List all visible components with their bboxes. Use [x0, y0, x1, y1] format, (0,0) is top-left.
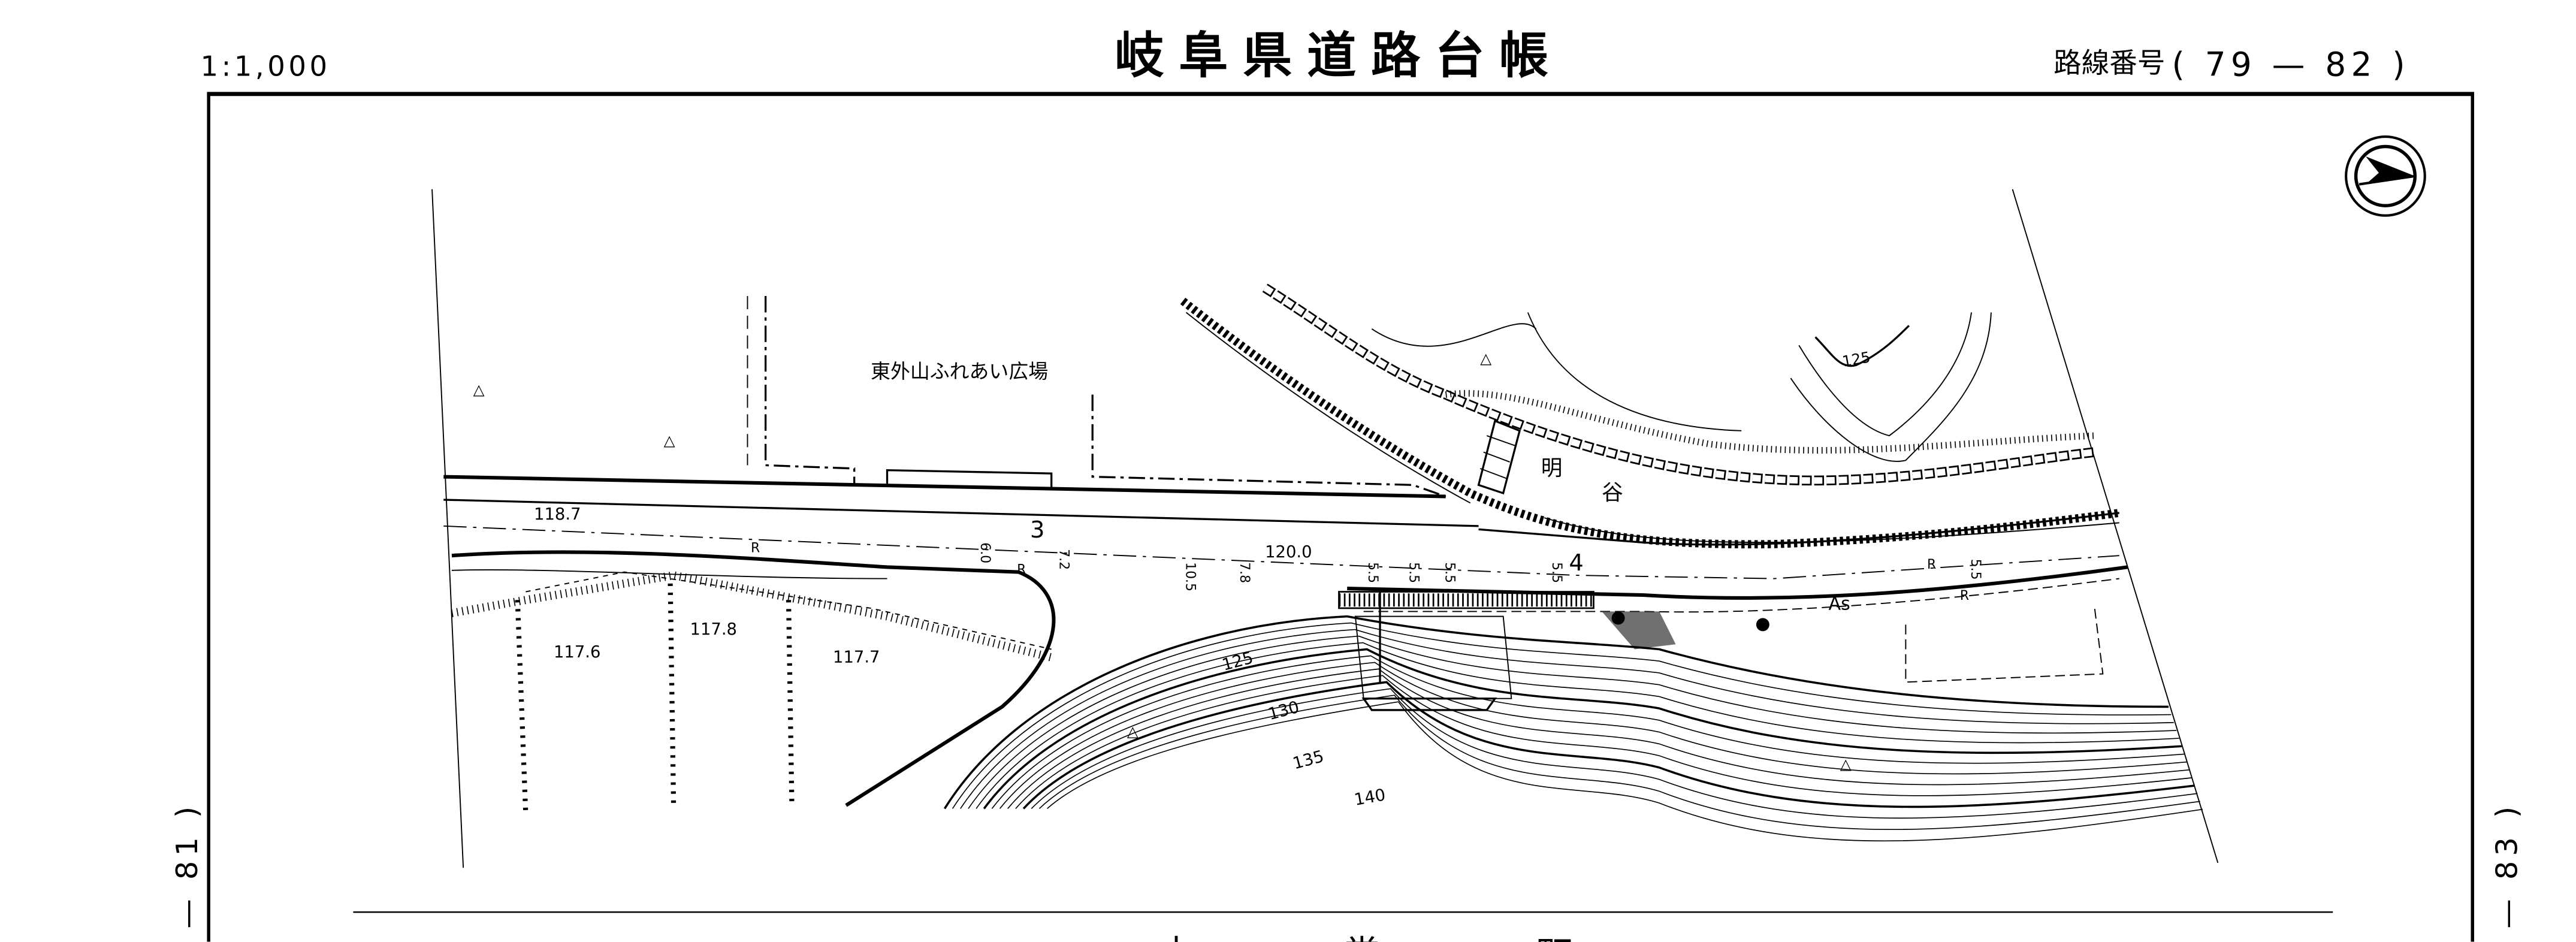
route-number-label: 路線番号: [2053, 47, 2165, 79]
lot-boundary: [1905, 608, 2104, 683]
surface-label: As: [1829, 594, 1850, 615]
contour-hill-north: [1790, 312, 1992, 462]
contour-label: 140: [1353, 786, 1387, 810]
route-number-value: ( 79 — 82 ): [2172, 46, 2410, 84]
width-label: 6.0: [977, 542, 992, 563]
right-sheet-label: — 83 ): [2489, 801, 2524, 928]
elevation-label: 118.7: [534, 505, 581, 524]
valley-name-2: 谷: [1602, 481, 1623, 505]
width-label: 10.5: [1183, 562, 1198, 591]
land-mark: △: [1840, 756, 1852, 773]
north-arrow-icon: [2345, 135, 2426, 217]
land-mark: △: [664, 432, 675, 449]
contour-line: [1038, 695, 2200, 831]
road-mark: R: [1017, 562, 1026, 577]
footer-char: 町: [1536, 934, 1572, 942]
contour-line: [943, 615, 2169, 810]
contour-line: [968, 635, 2177, 809]
river-bank: [1180, 297, 2120, 549]
width-label: 7.8: [1237, 562, 1252, 583]
contour-line: [991, 655, 2185, 809]
width-label: 5.5: [1549, 562, 1564, 583]
sheet-title: 岐阜県道路台帳: [1115, 28, 1563, 84]
station-number: 4: [1569, 550, 1583, 576]
width-label: 5.5: [1968, 559, 1983, 580]
elevation-label: 117.8: [690, 620, 737, 639]
contour-label: 125: [1220, 648, 1255, 674]
contour-line: [1031, 688, 2198, 819]
contour-line: [952, 622, 2172, 809]
land-mark: △: [1127, 723, 1138, 740]
footer-char: 本: [1158, 934, 1194, 942]
terraces: [451, 571, 1053, 814]
station-number: 3: [1030, 517, 1044, 544]
contour-line: [999, 662, 2187, 809]
contour-line: [1022, 681, 2196, 810]
elevation-label: 117.7: [833, 648, 880, 666]
bridge: [1338, 591, 1769, 711]
contour-lines: [943, 615, 2203, 842]
contour-label: 135: [1291, 747, 1326, 773]
road-mark: R: [1927, 557, 1936, 572]
contour-line: [1047, 701, 2203, 842]
map-right-edge: [2012, 189, 2219, 864]
contour-line: [976, 642, 2179, 809]
map-left-edge: [431, 189, 464, 868]
land-mark: △: [1480, 349, 1491, 367]
left-sheet-label: — 81 ): [170, 801, 204, 928]
scale-label: 1:1,000: [200, 50, 330, 83]
contour-line: [983, 648, 2182, 810]
stone-wall: [1262, 283, 2095, 486]
width-label: 7.2: [1056, 549, 1071, 570]
elevation-label: 117.6: [554, 643, 600, 662]
stairs: [1477, 419, 1521, 495]
park-boundary: [747, 296, 1446, 498]
valley-name-1: 明: [1541, 456, 1563, 481]
footer-char: 堂: [1344, 934, 1380, 942]
contour-line: [1015, 675, 2193, 809]
road-mark: R: [751, 541, 760, 556]
elevation-label: 120.0: [1265, 543, 1312, 561]
width-label: 5.5: [1365, 562, 1380, 583]
contour-line: [1007, 668, 2190, 809]
width-label: 5.5: [1406, 562, 1421, 583]
park-name: 東外山ふれあい広場: [871, 360, 1048, 383]
contour-label: 125: [1841, 348, 1871, 370]
contour-line: [960, 629, 2174, 809]
road-mark: R: [1960, 588, 1969, 603]
prefectural-road: [443, 475, 2128, 807]
land-mark: △: [473, 381, 485, 398]
width-label: 5.5: [1442, 562, 1457, 583]
